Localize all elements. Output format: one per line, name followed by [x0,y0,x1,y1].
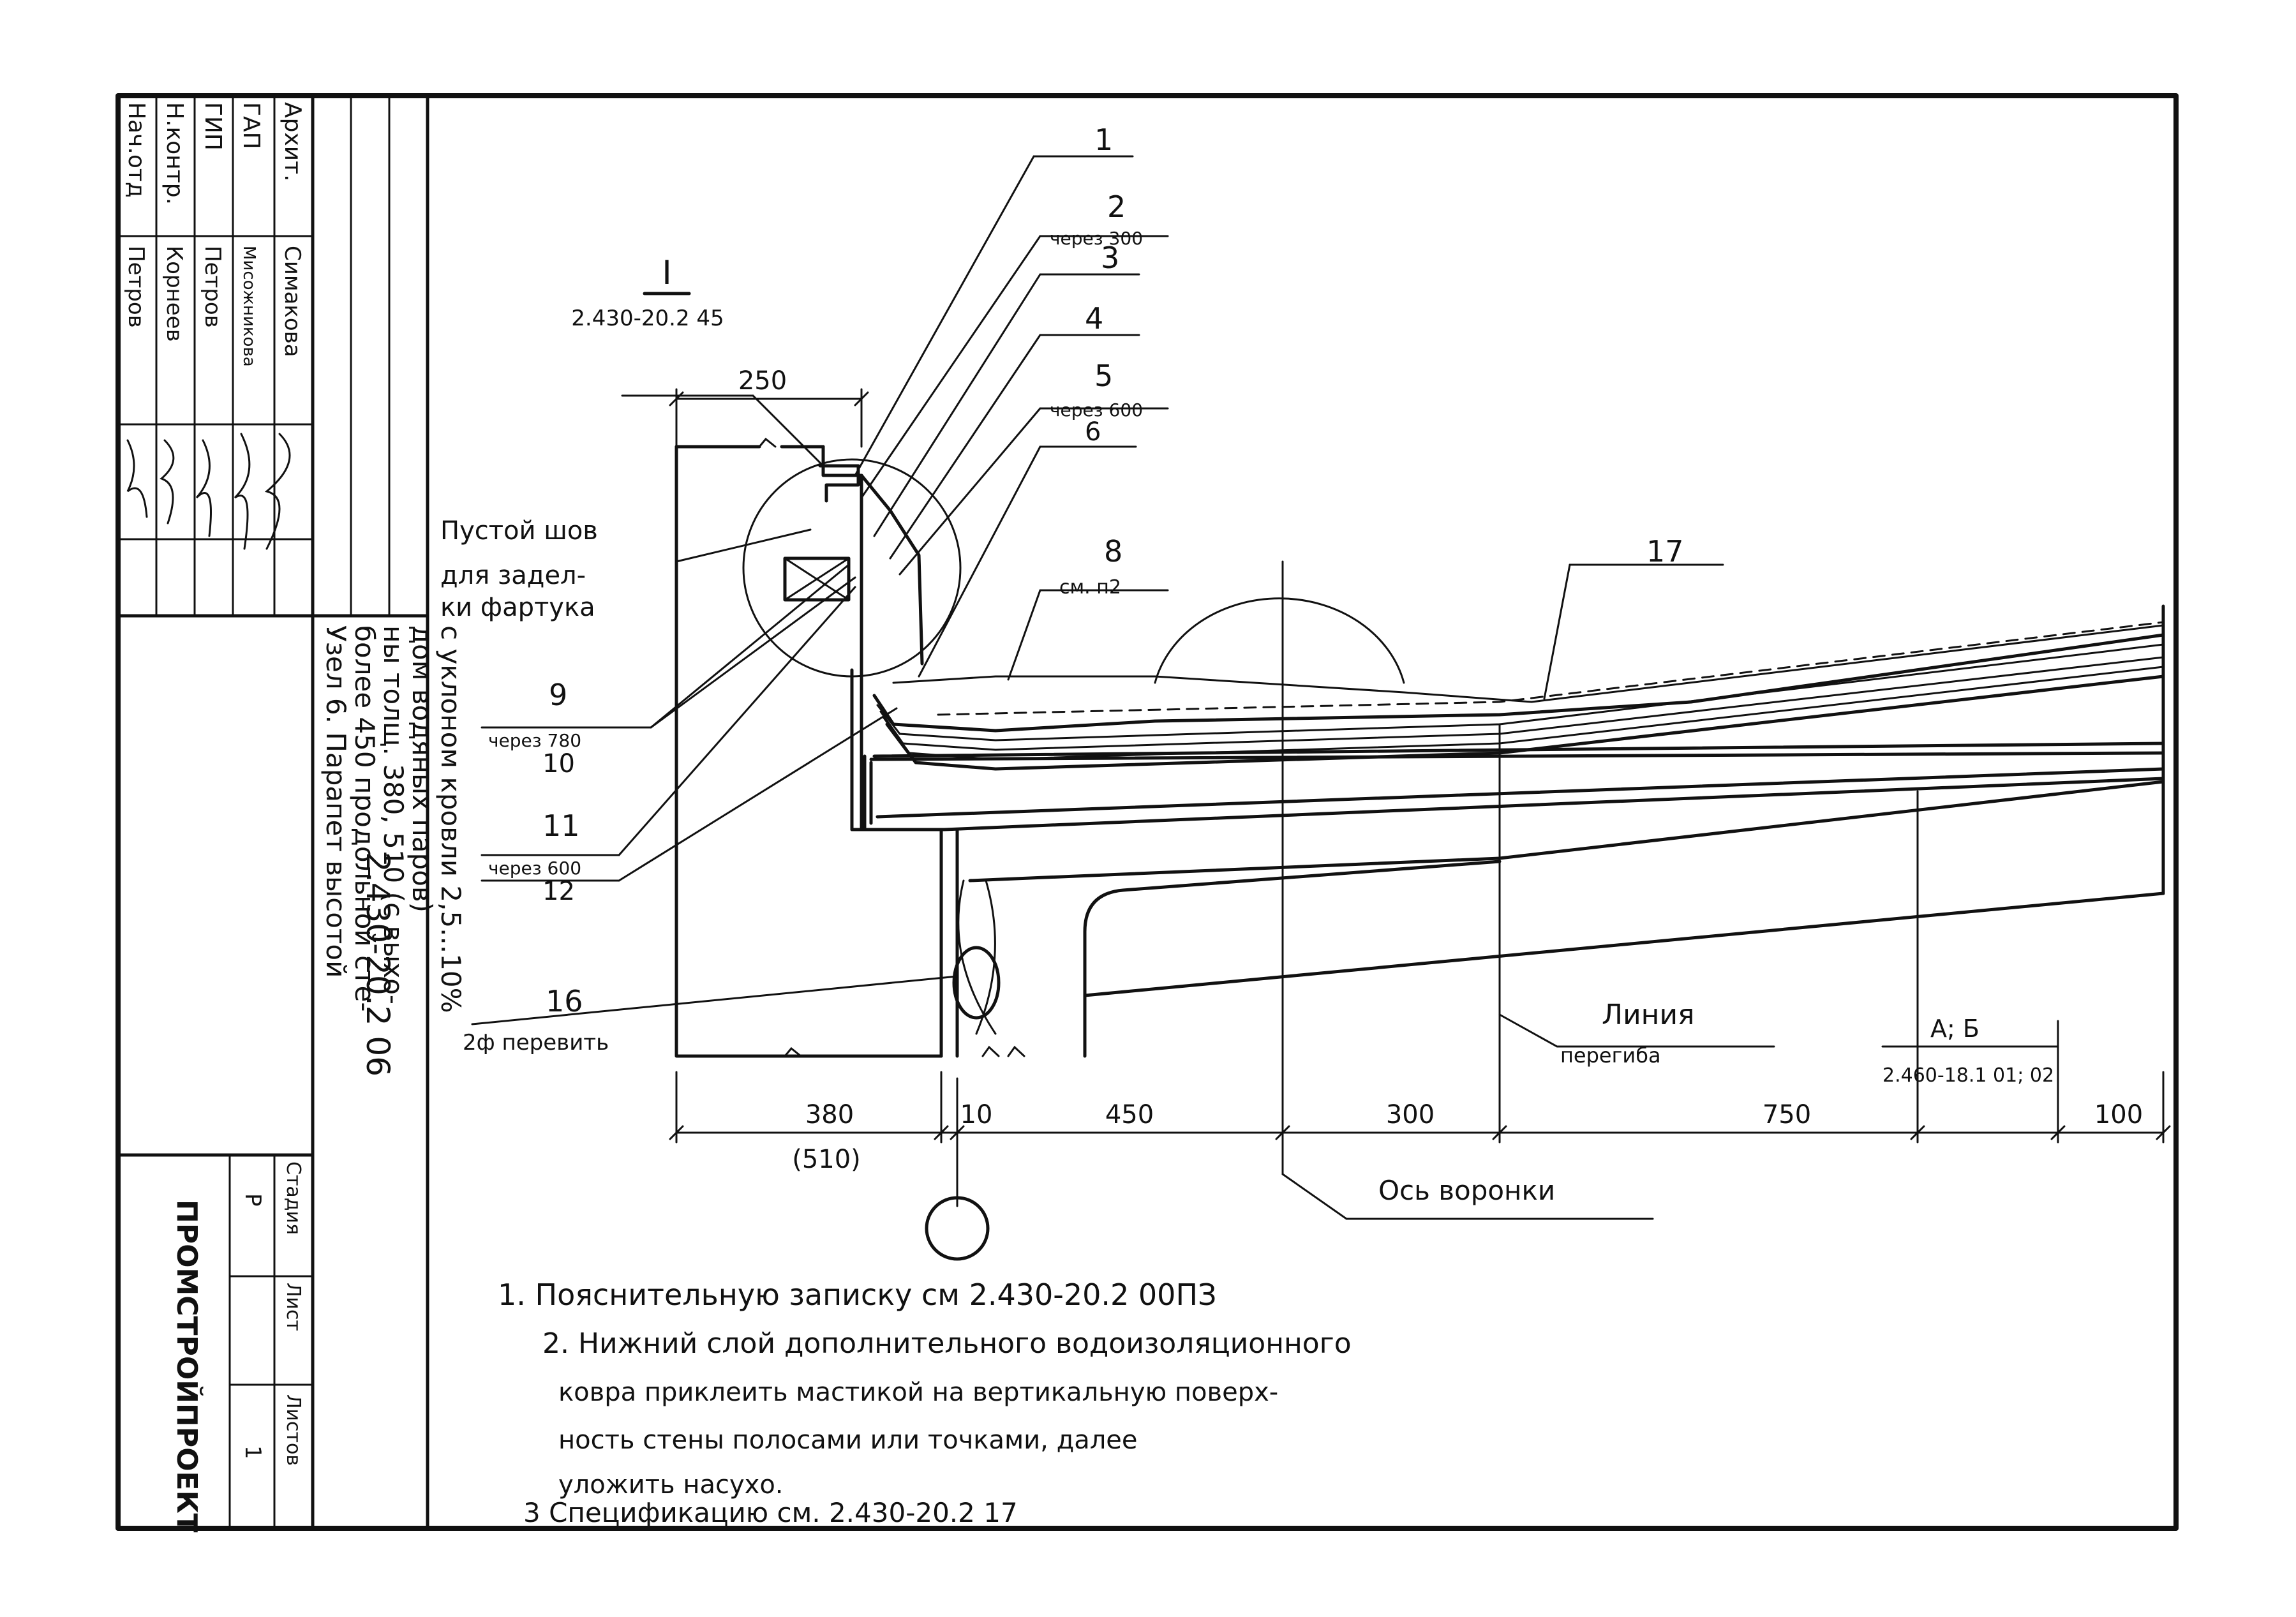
role-gap: ГАП [238,102,264,149]
callout-17: 17 [1646,534,1684,569]
dim-450: 450 [1105,1100,1154,1129]
name-gap: Мисожникова [239,246,258,367]
callout-6: 6 [1085,417,1101,447]
dim-10: 10 [960,1100,993,1129]
notes: 1. Пояснительную записку см 2.430-20.2 0… [498,1278,1352,1528]
sheet-frame [116,93,2179,1531]
callout-16: 16 [546,984,583,1018]
callout-10: 10 [542,749,575,779]
bend-line-label-1: Линия [1602,999,1695,1031]
drawing-code: 2.430-20.2 06 [359,852,396,1077]
callout-11-note: через 600 [488,858,581,879]
note-2-line-3: ность стены полосами или точками, далее [558,1426,1138,1455]
note-2-line-2: ковра приклеить мастикой на вертикальную… [558,1378,1278,1407]
dim-100: 100 [2094,1100,2143,1129]
leader-lines [471,155,2059,1220]
org-name: ПРОМСТРОЙПРОЕКТ [170,1200,204,1533]
callout-12: 12 [542,877,575,906]
callout-5-note: через 600 [1050,399,1143,421]
sheets-value: 1 [240,1445,265,1459]
callout-8-note: см. п2 [1059,576,1121,599]
sheet-label: Лист [282,1283,304,1331]
callout-9: 9 [549,678,567,712]
note-1: 1. Пояснительную записку см 2.430-20.2 0… [498,1278,1217,1312]
empty-seam-line-2: для задел- [440,561,586,590]
empty-seam-line-1: Пустой шов [440,516,598,546]
note-2-line-4: уложить насухо. [558,1470,784,1500]
dim-750: 750 [1763,1100,1811,1129]
callout-11: 11 [542,808,580,843]
callout-16-note: 2ф перевить [463,1030,609,1055]
axis-marker-circle [925,1196,990,1261]
parapet-section [675,437,2165,1058]
signatures [126,433,291,550]
empty-seam-line-3: ки фартука [440,593,595,622]
dim-300: 300 [1386,1100,1435,1129]
ab-code: 2.460-18.1 01; 02 [1882,1064,2054,1087]
role-arch: Архит. [280,102,306,182]
dim-380: 380 [805,1100,854,1129]
role-norm: Н.контр. [161,102,188,205]
callout-1: 1 [1094,123,1113,157]
role-head: Нач.отд [123,102,149,198]
drawing-labels: I 2.430-20.2 45 1 2 через 300 3 4 5 чере… [440,123,2143,1206]
dim-250: 250 [738,366,787,396]
title-block: Нач.отд Н.контр. ГИП ГАП Архит. Петров К… [116,94,466,1533]
name-arch: Симакова [280,246,305,357]
dim-510: (510) [792,1145,861,1174]
desc-line-5: с уклоном кровли 2,5...10% [435,625,466,1013]
callout-9-note: через 780 [488,730,581,751]
ab-label: А; Б [1930,1015,1979,1043]
section-ref-mark: I [662,254,671,292]
desc-line-4: дом водяных паров) [406,625,438,913]
callout-8: 8 [1104,534,1122,569]
desc-line-1: Узел 6. Парапет высотой [320,625,352,978]
name-gip: Петров [200,246,225,328]
section-ref-code: 2.430-20.2 45 [571,306,724,331]
note-3: 3 Спецификацию см. 2.430-20.2 17 [523,1497,1018,1528]
dimension-lines [669,388,2171,1144]
desc-line-3: ны толщ. 380, 510 (с выхо- [378,625,409,1004]
stage-label: Стадия [282,1161,304,1235]
callout-3: 3 [1101,241,1119,275]
sheets-label: Листов [282,1394,304,1466]
axis-lines [925,560,2059,1261]
name-head: Петров [123,246,149,328]
funnel-axis-label: Ось воронки [1378,1175,1555,1206]
desc-line-2: более 450 продольной сте- [349,625,380,1012]
callout-4: 4 [1085,301,1103,336]
bend-line-label-2: перегиба [1560,1043,1661,1068]
stage-value: Р [240,1193,265,1207]
callout-2: 2 [1107,190,1126,224]
role-gip: ГИП [200,102,226,151]
callout-5: 5 [1094,359,1113,393]
note-2-line-1: 2. Нижний слой дополнительного водоизоля… [542,1327,1352,1360]
callout-2-note: через 300 [1050,228,1143,249]
name-norm: Корнеев [161,246,187,342]
